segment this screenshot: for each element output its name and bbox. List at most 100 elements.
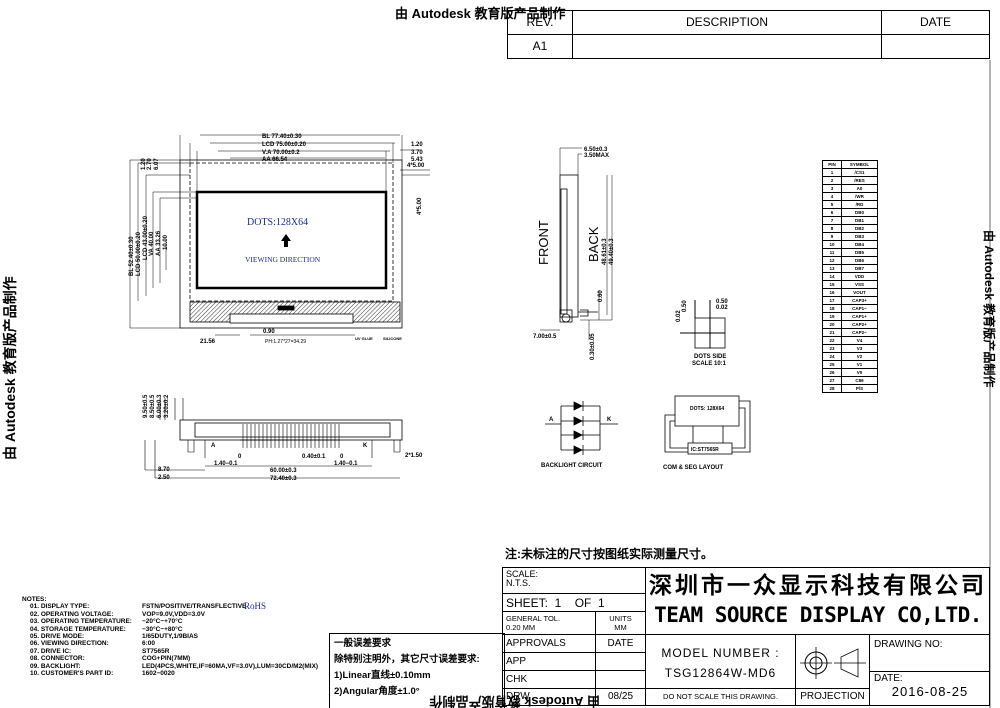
dim-9-50: 9.50±0.5 bbox=[143, 394, 149, 418]
note-value: ST7565R bbox=[142, 647, 170, 655]
third-angle-projection-icon bbox=[800, 647, 866, 679]
date-header: DATE bbox=[882, 11, 989, 35]
note-value: 1602−0020 bbox=[142, 670, 175, 678]
dots-dim-b: 0.02 bbox=[716, 305, 728, 311]
note-key: 08. CONNECTOR: bbox=[30, 655, 85, 663]
description-cell bbox=[573, 35, 882, 58]
drawing-no-label: DRAWING NO: bbox=[874, 639, 943, 650]
description-header: DESCRIPTION bbox=[573, 11, 882, 35]
chk-label: CHK bbox=[502, 670, 596, 689]
pin-symbol: CAP2+ bbox=[841, 320, 878, 329]
note-value: FSTN/POSITIVE/TRANSFLECTIVE bbox=[142, 603, 247, 611]
viewing-direction-arrow-icon bbox=[281, 234, 291, 247]
pin-symbol: V0 bbox=[841, 368, 878, 377]
dim-r4: 4*5.00 bbox=[407, 163, 425, 169]
dots-side-detail bbox=[680, 300, 726, 349]
dim-72-40: 72.40±0.3 bbox=[270, 476, 297, 482]
note-item: 02. OPERATING VOLTAGE:VOP=9.0V,VDD=3.0V bbox=[22, 611, 318, 618]
scale-value: N.T.S. bbox=[506, 578, 531, 588]
com-seg-title: COM & SEG LAYOUT bbox=[663, 465, 723, 471]
note-value: −20°C~+70°C bbox=[142, 618, 183, 626]
note-key: 03. OPERATING TEMPERATURE: bbox=[30, 618, 132, 626]
rev-header: REV. bbox=[508, 11, 573, 35]
led-diode-icon bbox=[573, 401, 583, 455]
dim-bl-height: BL 52.40±0.30 bbox=[129, 236, 135, 276]
pin-number: 23 bbox=[822, 344, 842, 353]
pin-number: 14 bbox=[822, 272, 842, 281]
tol-2-upper: 0 bbox=[340, 454, 344, 460]
dim-bl-width: BL 77.40±0.30 bbox=[262, 134, 302, 140]
revision-table: REV. DESCRIPTION DATE A1 bbox=[507, 10, 990, 59]
dim-lcd-height: LCD 50.00±0.20 bbox=[136, 231, 142, 276]
pin-symbol: V4 bbox=[841, 336, 878, 345]
note-item: 05. DRIVE MODE:1/65DUTY,1/9BIAS bbox=[22, 633, 318, 640]
dim-pins: 2*1.50 bbox=[405, 453, 423, 459]
pin-number: 25 bbox=[822, 360, 842, 369]
dots-dim-c: 0.50 bbox=[682, 300, 688, 312]
pin-number: 15 bbox=[822, 280, 842, 289]
watermark-bottom: 由 Autodesk 教育版产品制作 bbox=[430, 694, 600, 708]
dim-7-00: 7.00±0.5 bbox=[533, 334, 557, 340]
pin-number: 11 bbox=[822, 248, 842, 257]
note-item: 09. BACKLIGHT:LED(4PCS,WHITE,IF=60MA,VF=… bbox=[22, 663, 318, 670]
tol-2-lower: 1.40−0.1 bbox=[334, 461, 358, 467]
pin-number: 1 bbox=[822, 168, 842, 177]
pin-symbol: VSS bbox=[841, 280, 878, 289]
backlight-anode-label: A bbox=[549, 417, 554, 423]
approvals-date-label: DATE bbox=[595, 634, 646, 653]
dim-lcd-width: LCD 75.00±0.20 bbox=[262, 142, 307, 148]
date-label: DATE: bbox=[874, 673, 903, 684]
tol-1-lower: 1.40−0.1 bbox=[214, 461, 238, 467]
pin-symbol: CAP1− bbox=[841, 304, 878, 313]
pin-number: 18 bbox=[822, 304, 842, 313]
pin-number: 26 bbox=[822, 368, 842, 377]
note-value: LED(4PCS,WHITE,IF=60MA,VF=3.0V),LUM=30CD… bbox=[142, 662, 319, 670]
note-value: 1/65DUTY,1/9BIAS bbox=[142, 633, 198, 641]
backlight-cathode-label: K bbox=[607, 417, 612, 423]
watermark-right: 由 Autodesk 教育版产品制作 bbox=[982, 230, 997, 387]
pin-symbol: DB7 bbox=[841, 264, 878, 273]
rohs-mark: RoHS bbox=[244, 601, 267, 611]
dim-va-width: V.A 70.00±0.2 bbox=[262, 150, 300, 156]
pin-symbol: /RD bbox=[841, 200, 878, 209]
pin-symbol: V3 bbox=[841, 344, 878, 353]
watermark-top: 由 Autodesk 教育版产品制作 bbox=[395, 6, 565, 21]
note-item: 04. STORAGE TEMPERATURE:−30°C~+80°C bbox=[22, 626, 318, 633]
pin-number: 5 bbox=[822, 200, 842, 209]
pin-symbol: DB6 bbox=[841, 256, 878, 265]
pin-symbol: DB1 bbox=[841, 216, 878, 225]
note-item: 06. VIEWING DIRECTION:6:00 bbox=[22, 640, 318, 647]
silicone-label: SILICONE bbox=[383, 336, 402, 341]
bottom-view-dims: 9.50±0.5 8.50±0.5 6.00±0.3 3.20±0.2 A K … bbox=[143, 394, 423, 482]
dim-r3: 5.43 bbox=[411, 157, 423, 163]
dim-3-50max: 3.50MAX bbox=[584, 153, 609, 159]
dim-l3: 6.07 bbox=[154, 158, 160, 170]
dim-6-50: 6.50±0.3 bbox=[584, 147, 608, 153]
drw-label: DRW bbox=[502, 688, 596, 706]
pin-number: 13 bbox=[822, 264, 842, 273]
pin-symbol: /RES bbox=[841, 176, 878, 185]
sheet-label: SHEET: 1 OF 1 bbox=[502, 593, 646, 612]
note-key: 06. VIEWING DIRECTION: bbox=[30, 640, 109, 648]
note-item: 07. DRIVE IC:ST7565R bbox=[22, 648, 318, 655]
company-name-en: TEAM SOURCE DISPLAY CO,LTD. bbox=[654, 603, 982, 627]
model-number-label: MODEL NUMBER : bbox=[661, 646, 780, 660]
do-not-scale-note: DO NOT SCALE THIS DRAWING. bbox=[645, 688, 796, 706]
pin-number: 16 bbox=[822, 288, 842, 297]
pin-symbol: P/S bbox=[841, 384, 878, 393]
pin-number: 8 bbox=[822, 224, 842, 233]
dim-8-50: 8.50±0.5 bbox=[150, 394, 156, 418]
dim-2-50: 2.50 bbox=[158, 475, 170, 481]
bottom-view bbox=[144, 398, 403, 479]
pin-symbol: DB2 bbox=[841, 224, 878, 233]
